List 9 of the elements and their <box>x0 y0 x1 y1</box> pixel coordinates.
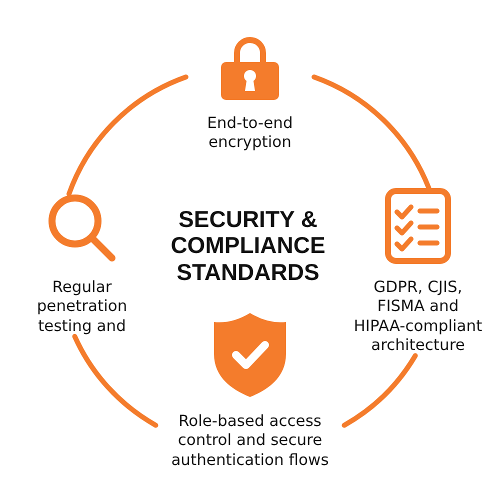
ring-arc <box>66 74 188 196</box>
item-label: Role-based access control and secure authentication flows <box>170 412 330 470</box>
item-label: End-to-end encryption <box>206 114 294 153</box>
diagram-title: SECURITY & COMPLIANCE STANDARDS <box>170 206 326 286</box>
item-label: GDPR, CJIS, FISMA and HIPAA-compliant architecture <box>352 278 484 356</box>
item-label: Regular penetration testing and <box>36 278 128 336</box>
ring-arc <box>72 334 158 428</box>
ring-arc <box>342 353 418 428</box>
ring-arc <box>312 74 432 190</box>
